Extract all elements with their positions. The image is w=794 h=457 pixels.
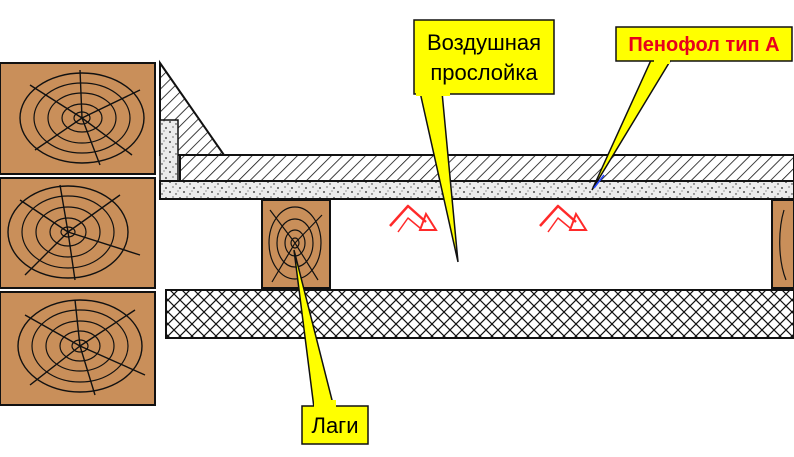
penofol-label: Пенофол тип А — [628, 34, 779, 56]
joist-right — [771, 199, 794, 289]
air-gap-label-line2: прослойка — [430, 60, 538, 85]
penofol-layer — [159, 180, 794, 200]
subfloor-base — [165, 289, 794, 339]
wall-penofol-strip — [159, 119, 179, 186]
penofol-callout: Пенофол тип А — [591, 26, 793, 191]
lagi-label: Лаги — [312, 413, 359, 438]
log-bottom — [0, 291, 156, 406]
lagi-callout: Лаги — [293, 249, 369, 445]
reflection-arrow-right — [539, 204, 588, 233]
joist-left — [261, 199, 331, 289]
log-middle — [0, 177, 156, 289]
air-gap-callout: Воздушная прослойка — [413, 19, 555, 263]
reflection-arrow-left — [389, 204, 438, 233]
air-gap-label-line1: Воздушная — [427, 30, 541, 55]
log-top — [0, 62, 156, 175]
floor-boards — [179, 154, 794, 182]
log-wall — [0, 62, 156, 406]
